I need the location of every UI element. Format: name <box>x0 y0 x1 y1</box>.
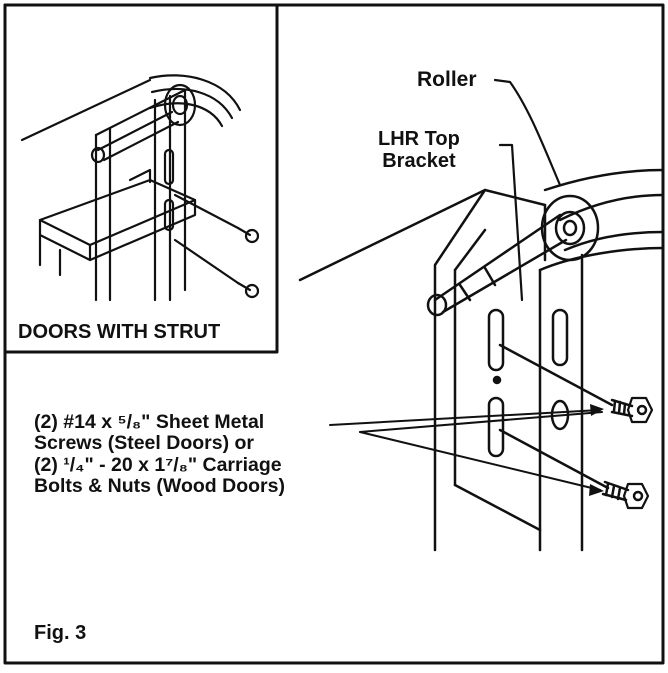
inset-drawing <box>20 74 260 302</box>
fastener-line-3: (2) ¹/₄" - 20 x 1⁷/₈" Carriage <box>34 453 282 476</box>
inset-screw-lower <box>236 281 260 299</box>
main-drawing <box>298 78 665 552</box>
fastener-line-1: (2) #14 x ⁵/₈" Sheet Metal <box>34 411 265 433</box>
inset-frame <box>3 3 279 354</box>
bracket-slot-lower <box>487 396 505 458</box>
track-slot-upper <box>551 308 569 367</box>
fastener-line-2: Screws (Steel Doors) or <box>34 432 254 455</box>
bracket-slot-upper <box>487 308 505 372</box>
fastener-line-4: Bolts & Nuts (Wood Doors) <box>34 475 285 498</box>
inset-caption: DOORS WITH STRUT <box>18 321 221 343</box>
fastener-callout: (2) #14 x ⁵/₈" Sheet Metal Screws (Steel… <box>34 411 285 498</box>
bracket-label: LHR Top Bracket <box>378 128 460 172</box>
inset-screw-upper <box>236 226 260 244</box>
bolt-lower <box>601 480 650 510</box>
figure-number: Fig. 3 <box>34 622 87 644</box>
roller-shaft <box>426 213 568 317</box>
roller-label: Roller <box>417 68 477 91</box>
bracket-label-line1: LHR Top <box>378 128 460 150</box>
bolt-upper <box>610 396 654 424</box>
bracket-label-line2: Bracket <box>382 150 456 172</box>
